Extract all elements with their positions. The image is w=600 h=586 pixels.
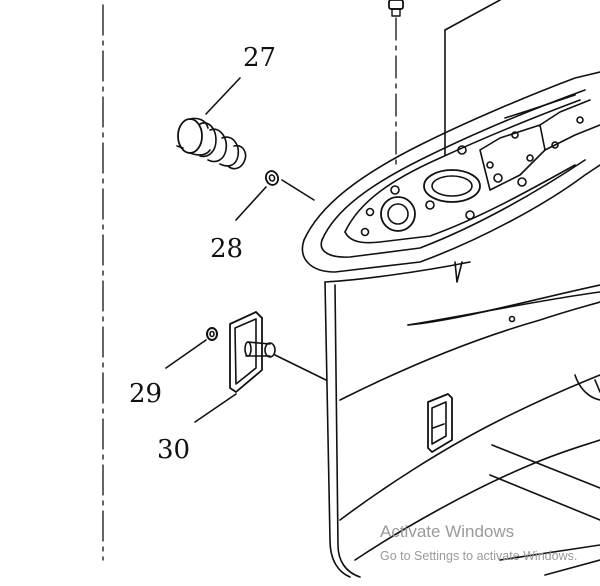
leader-28-a — [235, 186, 267, 221]
leader-29 — [165, 339, 207, 369]
part-29-nut — [206, 327, 218, 341]
part-28-washer — [264, 170, 280, 186]
leader-30 — [194, 393, 237, 423]
top-bolt — [388, 0, 404, 17]
callout-28: 28 — [210, 234, 243, 264]
callout-29: 29 — [129, 379, 162, 409]
lower-housing — [301, 71, 600, 578]
leader-top — [444, 0, 501, 31]
leader-30-b — [274, 354, 327, 381]
part-27-plug — [176, 117, 247, 170]
part-30-bracket — [229, 311, 276, 393]
callout-30: 30 — [157, 435, 190, 465]
callout-27: 27 — [243, 43, 276, 73]
windows-activation-title: Activate Windows — [380, 522, 515, 541]
leader-27 — [205, 77, 241, 115]
windows-activation-subtitle[interactable]: Go to Settings to activate Windows. — [380, 549, 578, 563]
leader-28-b — [281, 179, 315, 201]
